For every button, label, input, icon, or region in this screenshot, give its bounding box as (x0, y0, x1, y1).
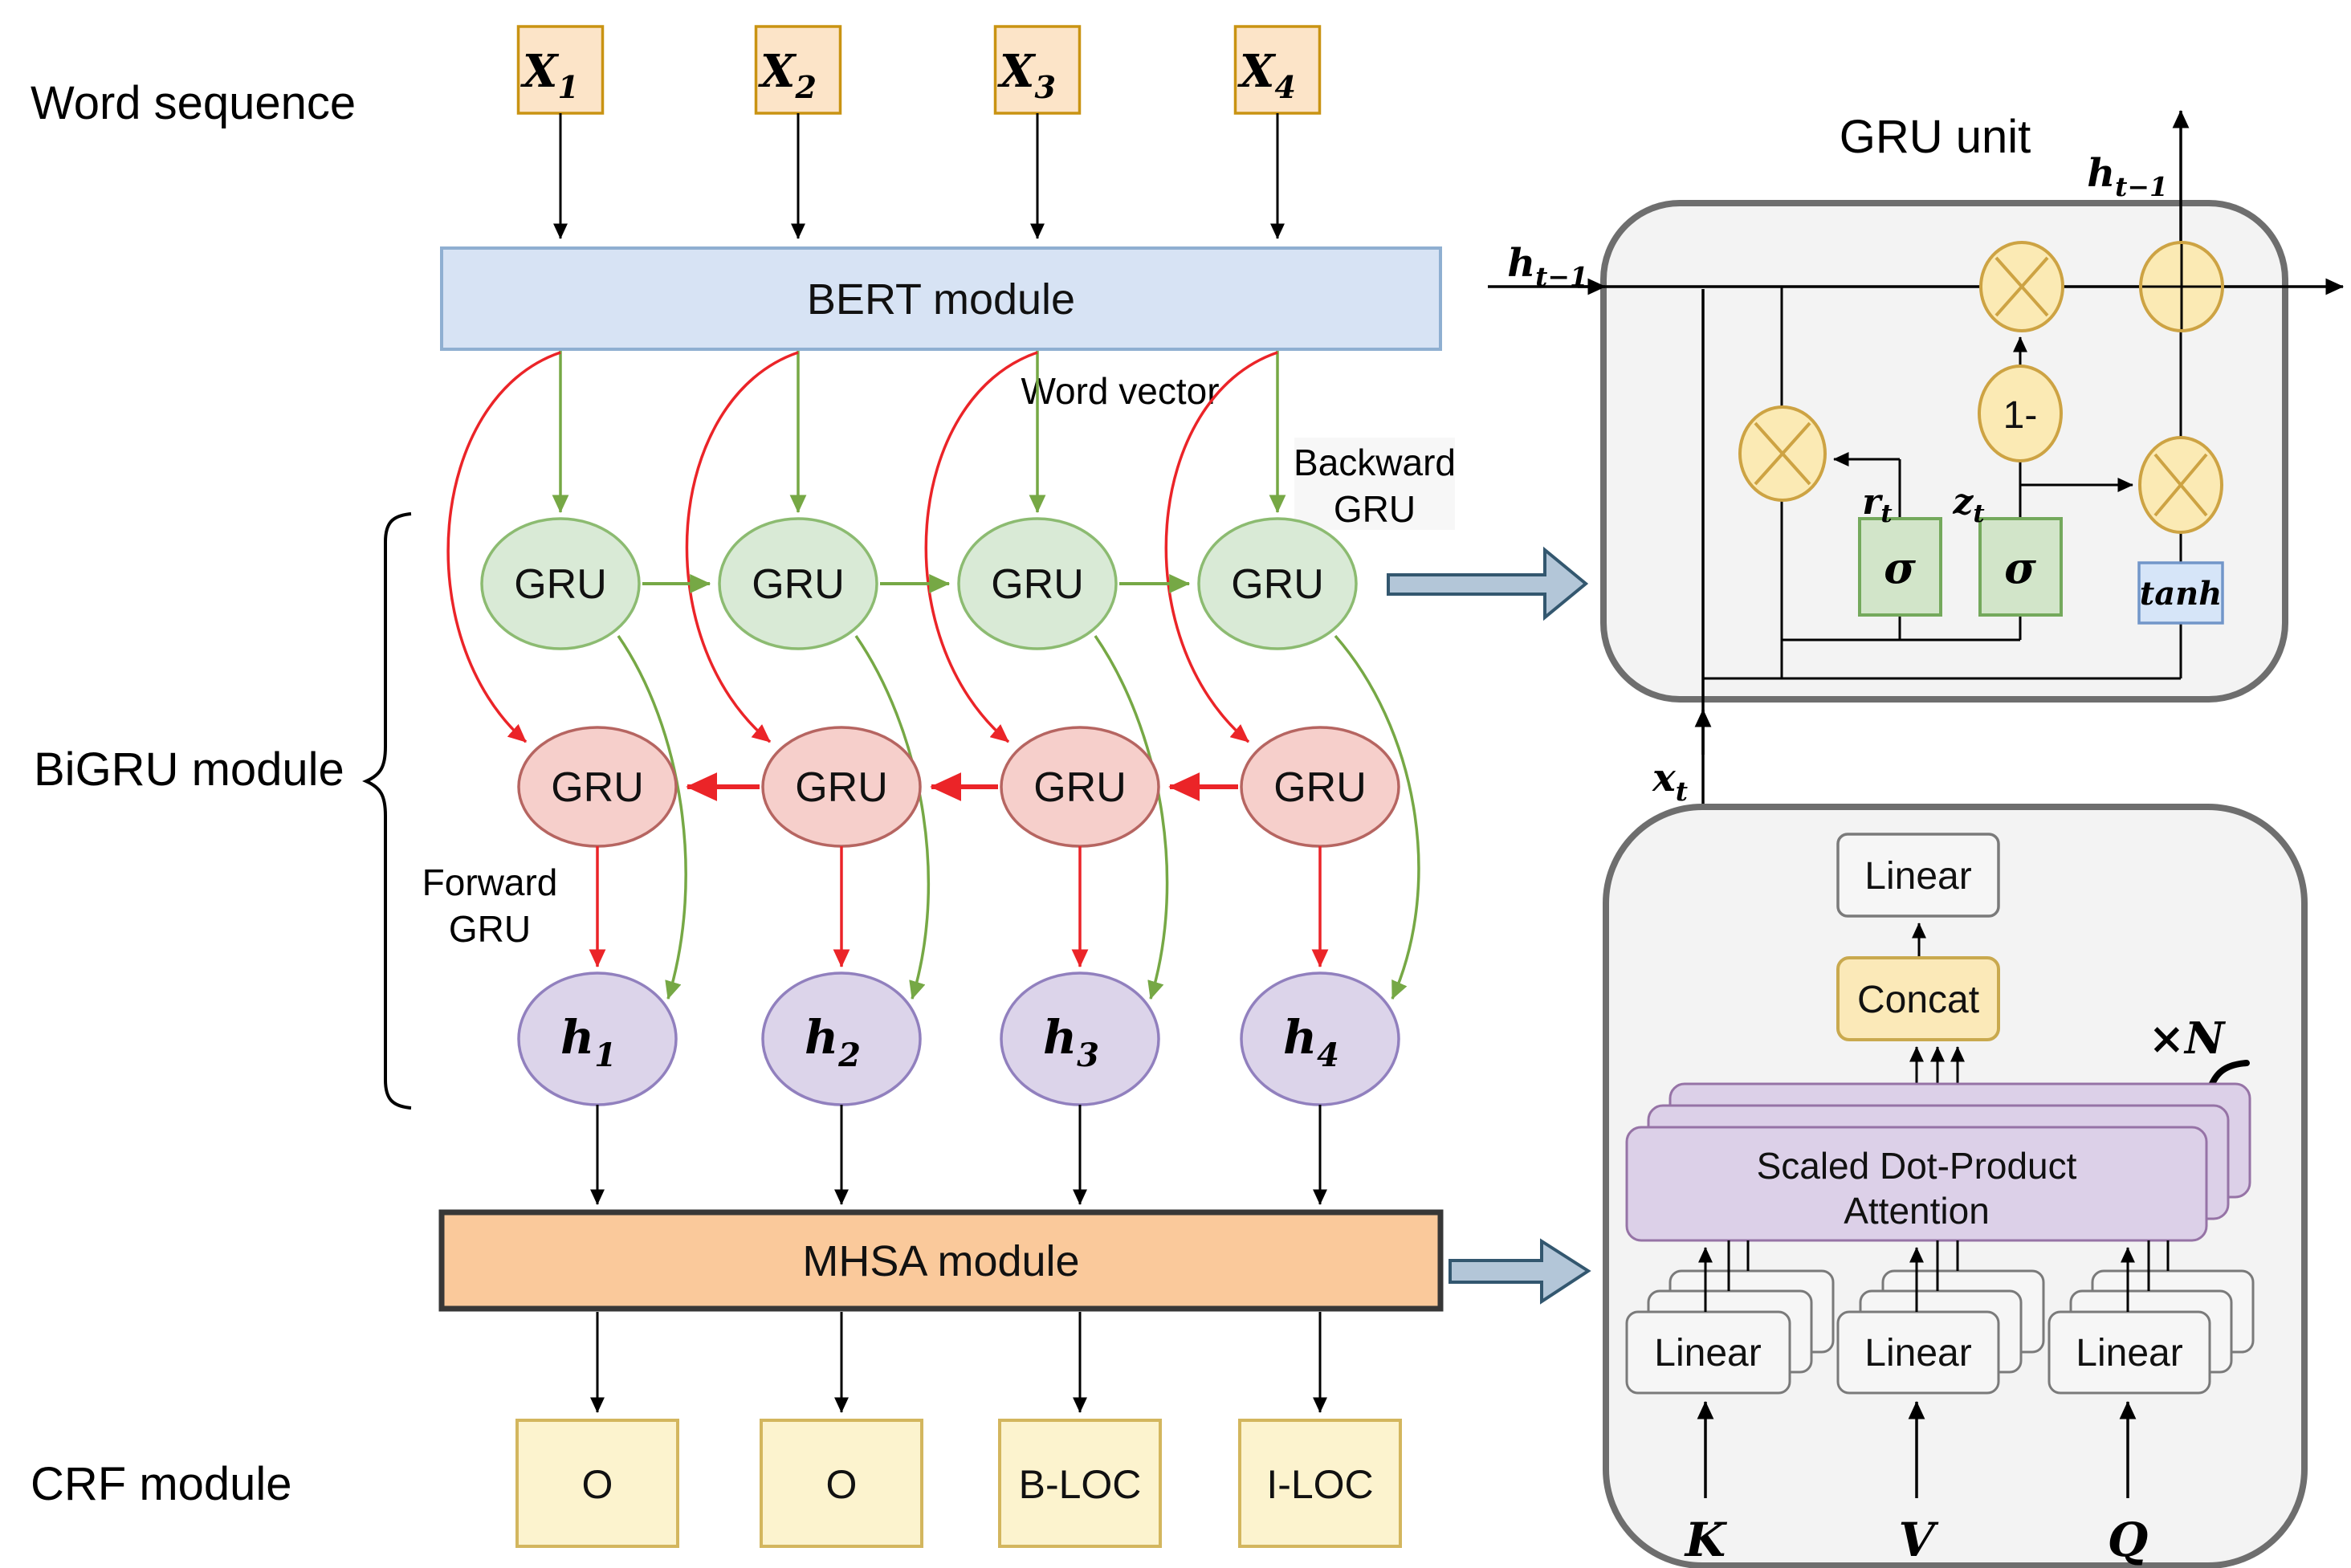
crf-tag-3-box (998, 1419, 1162, 1548)
crf-tag-1-box (515, 1419, 679, 1548)
crf-tag-2-box (760, 1419, 923, 1548)
x1-box (516, 25, 605, 115)
h1-label: h1 (560, 1010, 617, 1074)
forward-to-h-arrows (589, 846, 1329, 968)
backward-gru-1-label: GRU (514, 561, 607, 608)
mhsa-module-box (438, 1209, 1444, 1312)
backward-gru-label-line2: GRU (1334, 488, 1416, 530)
x4-label: X4 (1237, 45, 1296, 105)
one-minus-node (1978, 365, 2063, 462)
x2-box (754, 25, 842, 115)
x3-label: X3 (997, 45, 1056, 105)
backward-gru-3 (957, 517, 1118, 650)
k-input-label: K (1684, 1513, 1728, 1567)
reset-sigma-label: σ (1884, 542, 1916, 593)
forward-gru-row: GRU GRU GRU GRU (517, 726, 1400, 848)
gru-unit-title: GRU unit (1840, 111, 2031, 163)
word-sequence-row: X1 X2 X3 X4 (516, 25, 1322, 115)
backward-gru-2-label: GRU (752, 561, 845, 608)
k-linear-front (1625, 1310, 1791, 1395)
backward-gru-4-label: GRU (1231, 561, 1324, 608)
gru-gates: 1- (1738, 241, 2224, 534)
bert-to-forward-curves (446, 351, 1278, 743)
times-n-label: ×N (2149, 1012, 2227, 1064)
tanh-box (2137, 561, 2224, 625)
x4-box (1233, 25, 1322, 115)
h4-label: h4 (1283, 1010, 1339, 1074)
x-input-label: xt (1652, 755, 1688, 807)
linear-to-attention-lines (1698, 1240, 2170, 1312)
attention-stack: Scaled Dot-Product Attention (1625, 1082, 2251, 1242)
k-linear-label: Linear (1654, 1332, 1761, 1375)
concat-box (1836, 956, 2000, 1041)
tanh-label: tanh (2140, 575, 2223, 613)
update-sigma-box (1978, 517, 2063, 617)
kvq-input-arrows (1697, 1400, 2137, 1498)
bigru-module-label: BiGRU module (34, 743, 344, 796)
backward-gru-2 (718, 517, 878, 650)
concat-label: Concat (1857, 979, 1979, 1021)
output-linear-box (1836, 833, 2000, 918)
x-to-bert-arrows (553, 113, 1285, 239)
q-input-label: Q (2108, 1513, 2149, 1567)
update-sigma-label: σ (2004, 542, 2036, 593)
forward-gru-3-label: GRU (1033, 764, 1127, 811)
forward-gru-4-label: GRU (1273, 764, 1367, 811)
attention-box-front (1625, 1126, 2208, 1242)
mhsa-to-crf-arrows (590, 1312, 1327, 1413)
h-to-mhsa-arrows (590, 1105, 1327, 1205)
backward-gru-4 (1197, 517, 1358, 650)
r-gate-label: rt (1862, 482, 1893, 528)
backward-gru-3-label: GRU (991, 561, 1084, 608)
reset-sigma-box (1858, 517, 1942, 617)
q-linear-front (2047, 1310, 2211, 1395)
h-prev-top-label: ht−1 (2087, 151, 2168, 202)
forward-gru-2-label: GRU (795, 764, 888, 811)
word-vector-label: Word vector (1021, 370, 1219, 412)
kvq-linear-stacks: Linear Linear Linear (1625, 1269, 2255, 1395)
mhsa-module-label: MHSA module (802, 1237, 1079, 1285)
v-linear-label: Linear (1864, 1332, 1971, 1375)
h-prev-left-label: ht−1 (1507, 241, 1588, 292)
h2-label: h2 (805, 1010, 861, 1074)
bert-module-label: BERT module (807, 275, 1075, 324)
v-input-label: V (1898, 1513, 1938, 1567)
x1-label: X1 (520, 45, 579, 105)
x2-label: X2 (758, 45, 817, 105)
bigru-brace (362, 512, 412, 1110)
forward-gru-label-line1: Forward (422, 861, 558, 903)
forward-gru-label-line2: GRU (449, 908, 531, 950)
output-linear-label: Linear (1864, 855, 1971, 898)
backward-gru-label-line1: Backward (1294, 442, 1456, 483)
backward-to-h-curves (617, 634, 1420, 1000)
crf-module-label: CRF module (31, 1458, 292, 1510)
forward-gru-1-label: GRU (551, 764, 644, 811)
one-minus-label: 1- (2003, 394, 2038, 437)
crf-tag-1-label: O (582, 1462, 613, 1507)
gru-unit-panel (1600, 200, 2288, 703)
bert-to-backward-arrows (552, 351, 1286, 514)
bert-module-box (440, 246, 1442, 351)
attention-label-line1: Scaled Dot-Product (1757, 1145, 2077, 1187)
gru-unit-pointer-arrow (1387, 546, 1589, 621)
attention-label-line2: Attention (1844, 1190, 1990, 1232)
crf-tag-2-label: O (826, 1462, 858, 1507)
crf-tag-row: O O B-LOC I-LOC (515, 1419, 1402, 1548)
backward-gru-1 (480, 517, 641, 650)
z-gate-label: zt (1952, 482, 1985, 528)
crf-tag-4-box (1238, 1419, 1402, 1548)
mhsa-detail-pointer-arrow (1448, 1238, 1591, 1305)
crf-tag-3-label: B-LOC (1019, 1462, 1142, 1507)
q-linear-label: Linear (2076, 1332, 2182, 1375)
crf-tag-4-label: I-LOC (1266, 1462, 1373, 1507)
hidden-state-row: h1 h2 h3 h4 (517, 971, 1400, 1106)
backward-gru-label-bg (1294, 438, 1455, 530)
word-sequence-label: Word sequence (31, 77, 356, 129)
h3-label: h3 (1043, 1010, 1099, 1074)
v-linear-front (1836, 1310, 2000, 1395)
backward-gru-row: GRU GRU GRU GRU (480, 517, 1358, 650)
